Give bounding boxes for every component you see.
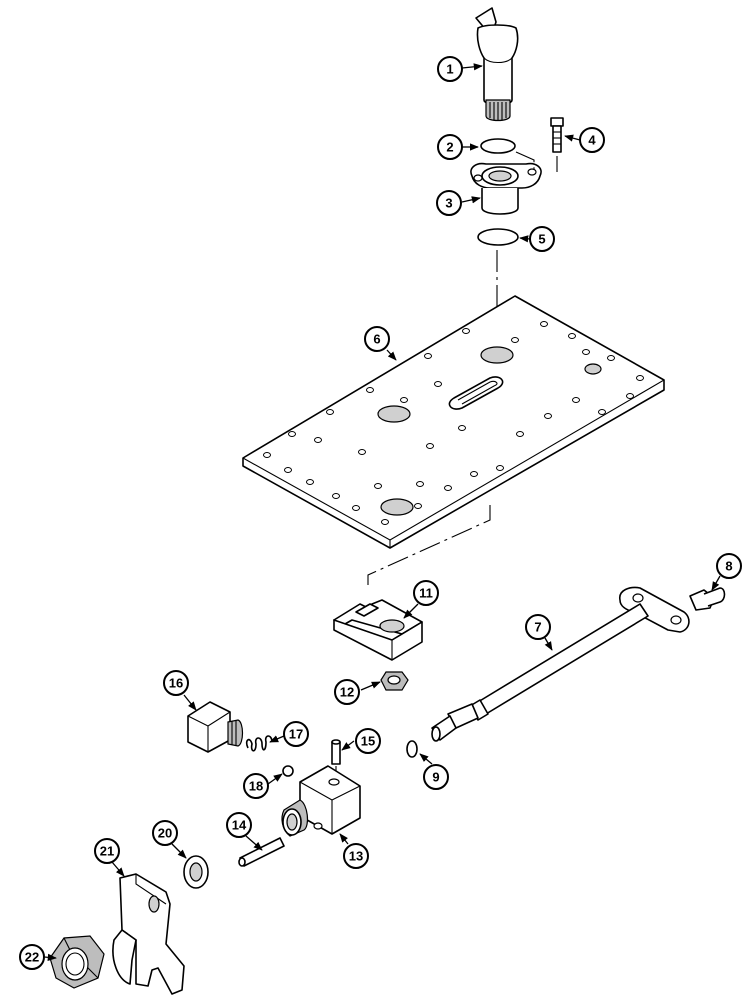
- svg-text:13: 13: [349, 849, 363, 864]
- svg-text:4: 4: [588, 133, 596, 148]
- callout-14: 14: [226, 812, 252, 838]
- callout-4: 4: [579, 127, 605, 153]
- callout-2: 2: [437, 134, 463, 160]
- svg-text:7: 7: [534, 620, 541, 635]
- part-spring: [245, 735, 273, 752]
- part-washer: [183, 855, 209, 889]
- callout-11: 11: [413, 580, 439, 606]
- part-flange-housing: [470, 162, 542, 215]
- callout-21: 21: [94, 838, 120, 864]
- svg-text:5: 5: [538, 232, 545, 247]
- svg-text:9: 9: [432, 770, 439, 785]
- part-o-ring-small: [480, 138, 516, 154]
- part-snap-ring: [406, 740, 418, 758]
- callout-5: 5: [529, 226, 555, 252]
- part-bolt-flange: [550, 117, 564, 172]
- part-detent-block: [281, 765, 361, 837]
- part-shift-fork: [112, 873, 185, 995]
- callout-22: 22: [19, 944, 45, 970]
- center-line-lower: [367, 505, 491, 585]
- svg-text:14: 14: [232, 818, 247, 833]
- callout-1: 1: [437, 56, 463, 82]
- svg-text:3: 3: [445, 196, 452, 211]
- callout-6: 6: [364, 326, 390, 352]
- part-hex-nut-large: [49, 935, 105, 989]
- svg-text:15: 15: [361, 734, 375, 749]
- part-cover-plate: [242, 295, 665, 549]
- svg-text:2: 2: [446, 140, 453, 155]
- svg-text:18: 18: [249, 779, 263, 794]
- callout-9: 9: [423, 764, 449, 790]
- part-bolt-rod: [689, 587, 726, 611]
- callout-18: 18: [243, 773, 269, 799]
- callout-12: 12: [334, 679, 360, 705]
- svg-text:6: 6: [373, 332, 380, 347]
- part-ball: [282, 765, 294, 777]
- callout-20: 20: [152, 820, 178, 846]
- leaders: [43, 63, 721, 961]
- part-roll-pin: [238, 837, 285, 867]
- callout-15: 15: [355, 728, 381, 754]
- part-detent-housing: [187, 701, 244, 753]
- svg-text:22: 22: [25, 950, 39, 965]
- svg-text:1: 1: [446, 62, 453, 77]
- part-shift-rod: [431, 586, 690, 742]
- svg-text:11: 11: [419, 586, 433, 601]
- callout-16: 16: [163, 670, 189, 696]
- svg-text:16: 16: [169, 676, 183, 691]
- part-slotted-block: [333, 599, 423, 661]
- callout-8: 8: [716, 553, 742, 579]
- callout-13: 13: [343, 843, 369, 869]
- callout-7: 7: [525, 614, 551, 640]
- center-line-bolt: [515, 151, 535, 170]
- svg-text:8: 8: [725, 559, 732, 574]
- part-shift-shaft: [475, 7, 519, 122]
- svg-text:17: 17: [289, 727, 303, 742]
- part-o-ring-large: [477, 228, 519, 246]
- callout-3: 3: [436, 190, 462, 216]
- svg-text:12: 12: [340, 685, 354, 700]
- callout-17: 17: [283, 721, 309, 747]
- svg-text:20: 20: [158, 826, 172, 841]
- part-pin-vertical: [331, 739, 341, 788]
- svg-text:21: 21: [100, 844, 114, 859]
- part-hex-nut-small: [380, 671, 409, 691]
